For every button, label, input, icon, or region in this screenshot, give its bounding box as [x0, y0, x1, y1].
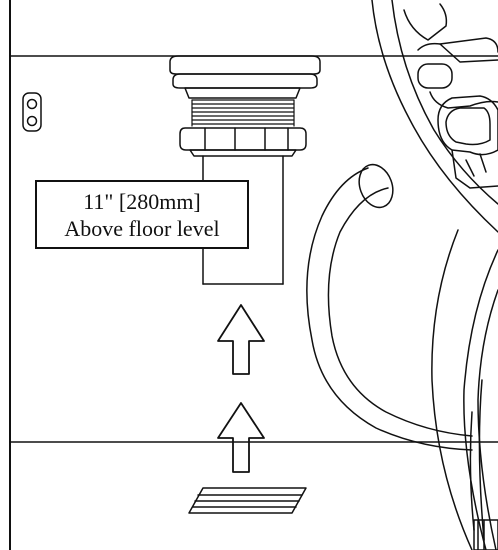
thread-section	[191, 99, 295, 127]
latch-icon	[22, 92, 42, 132]
drain-fitting	[169, 55, 321, 285]
drain-hose	[306, 163, 473, 451]
height-annotation-box: 11" [280mm] Above floor level	[35, 180, 249, 249]
hose-end-fitting	[473, 519, 498, 550]
pump-bracket	[403, 3, 498, 189]
machine-body	[371, 0, 498, 550]
cabinet-frame	[9, 0, 498, 550]
floor-symbol	[188, 487, 307, 514]
height-measurement-text: 11" [280mm]	[83, 188, 201, 214]
reference-text: Above floor level	[64, 215, 220, 241]
arrow-up-upper	[217, 304, 265, 375]
arrow-up-lower	[217, 402, 265, 473]
